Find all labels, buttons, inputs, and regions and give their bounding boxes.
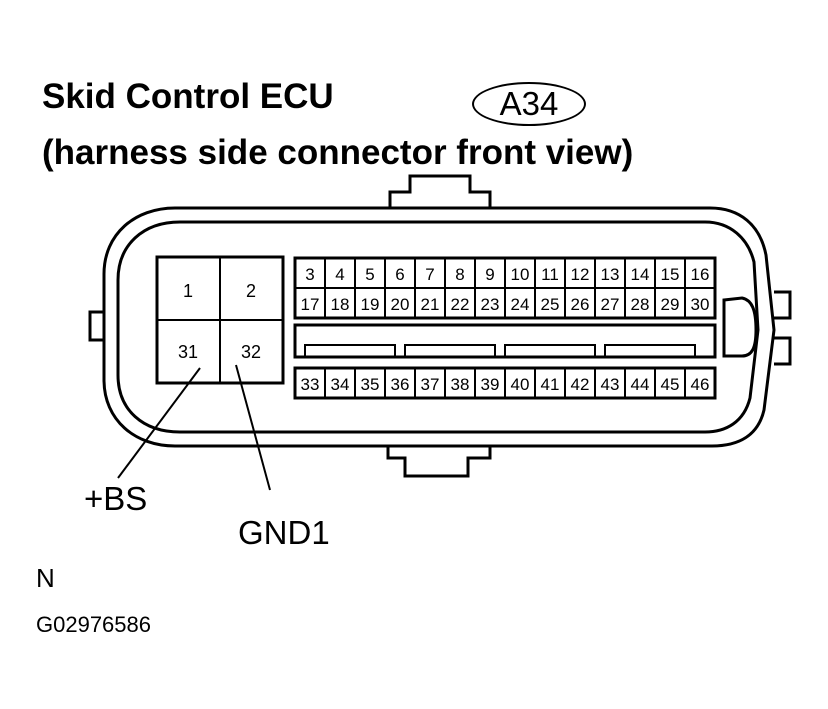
- pin-42-label: 42: [571, 375, 590, 394]
- upper-pin-row: 3 4 5 6 7 8 9 10 11 12 13 14 15 16: [305, 265, 709, 284]
- right-latch: [722, 296, 758, 358]
- pin-12-label: 12: [571, 265, 590, 284]
- pin-17-label: 17: [301, 295, 320, 314]
- pin-40-label: 40: [511, 375, 530, 394]
- bs-callout-line: [117, 367, 201, 479]
- pin-3-label: 3: [305, 265, 314, 284]
- pin-8-label: 8: [455, 265, 464, 284]
- pin-46-label: 46: [691, 375, 710, 394]
- connector-inner-housing: [116, 220, 760, 434]
- pin-10-label: 10: [511, 265, 530, 284]
- pin-32-label: 32: [241, 342, 261, 362]
- pin-43-label: 43: [601, 375, 620, 394]
- bs-terminal-label: +BS: [84, 480, 148, 517]
- pin-16-label: 16: [691, 265, 710, 284]
- gnd-callout-line: [235, 364, 271, 491]
- pin-37-label: 37: [421, 375, 440, 394]
- pin-9-label: 9: [485, 265, 494, 284]
- separator-notch-1: [304, 344, 396, 357]
- connector-code-badge: A34: [472, 82, 586, 126]
- pin-28-label: 28: [631, 295, 650, 314]
- figure-id-label: G02976586: [36, 612, 151, 637]
- pin-36-label: 36: [391, 375, 410, 394]
- bottom-key-tab: [386, 445, 492, 478]
- right-side-tab-upper: [774, 290, 792, 320]
- pin-6-label: 6: [395, 265, 404, 284]
- pin-26-label: 26: [571, 295, 590, 314]
- pin-14-label: 14: [631, 265, 650, 284]
- pin-5-label: 5: [365, 265, 374, 284]
- pin-22-label: 22: [451, 295, 470, 314]
- pin-44-label: 44: [631, 375, 650, 394]
- left-side-tab: [88, 310, 104, 342]
- pin-7-label: 7: [425, 265, 434, 284]
- middle-pin-row: 17 18 19 20 21 22 23 24 25 26 27 28 29 30: [301, 295, 710, 314]
- pin-20-label: 20: [391, 295, 410, 314]
- pin-13-label: 13: [601, 265, 620, 284]
- right-side-tab-lower: [774, 336, 792, 366]
- pin-29-label: 29: [661, 295, 680, 314]
- separator-notch-2: [404, 344, 496, 357]
- n-mark-label: N: [36, 563, 55, 593]
- pin-21-label: 21: [421, 295, 440, 314]
- separator-notch-3: [504, 344, 596, 357]
- connector-code-label: A34: [499, 85, 559, 122]
- pin-15-label: 15: [661, 265, 680, 284]
- connector-title: Skid Control ECU: [42, 77, 334, 116]
- pin-31-label: 31: [178, 342, 198, 362]
- top-key-tab: [388, 174, 492, 208]
- pin-33-label: 33: [301, 375, 320, 394]
- pin-24-label: 24: [511, 295, 530, 314]
- pin-25-label: 25: [541, 295, 560, 314]
- lower-pin-row: 33 34 35 36 37 38 39 40 41 42 43 44 45 46: [301, 375, 710, 394]
- pin-38-label: 38: [451, 375, 470, 394]
- pin-1-label: 1: [183, 281, 193, 301]
- pin-41-label: 41: [541, 375, 560, 394]
- pin-30-label: 30: [691, 295, 710, 314]
- connector-outer-housing: [102, 206, 776, 448]
- connector-subtitle: (harness side connector front view): [42, 133, 634, 172]
- pin-39-label: 39: [481, 375, 500, 394]
- pin-18-label: 18: [331, 295, 350, 314]
- pin-35-label: 35: [361, 375, 380, 394]
- pin-34-label: 34: [331, 375, 350, 394]
- gnd1-terminal-label: GND1: [238, 514, 330, 551]
- pin-4-label: 4: [335, 265, 344, 284]
- pin-11-label: 11: [541, 265, 559, 284]
- pin-27-label: 27: [601, 295, 620, 314]
- separator-notch-4: [604, 344, 696, 357]
- pin-45-label: 45: [661, 375, 680, 394]
- pin-2-label: 2: [246, 281, 256, 301]
- pin-19-label: 19: [361, 295, 380, 314]
- pin-23-label: 23: [481, 295, 500, 314]
